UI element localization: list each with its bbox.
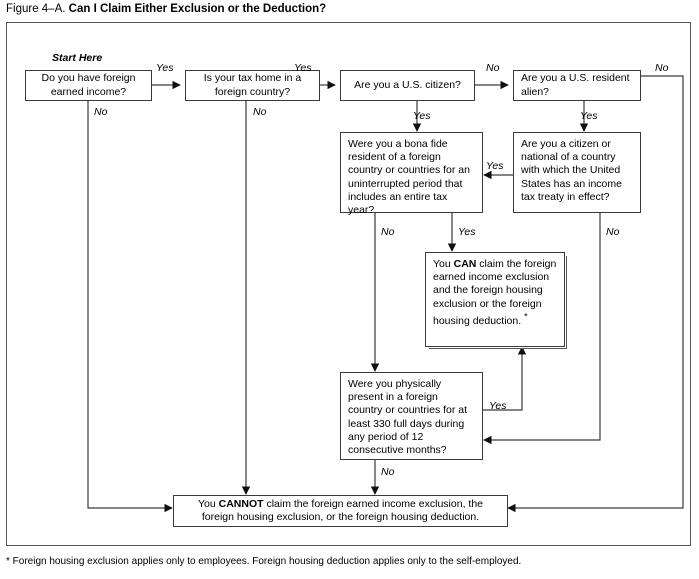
node-us-resident-alien[interactable]: Are you a U.S. resident alien? <box>513 70 641 101</box>
edge-label-yes-alien-to-treaty: Yes <box>580 110 598 122</box>
edge-label-no-alien: No <box>655 62 669 74</box>
node-can-claim-text: You CAN claim the foreign earned income … <box>433 258 556 327</box>
edge-label-no-citizen-to-alien: No <box>486 62 500 74</box>
figure-caption: Figure 4–A. Can I Claim Either Exclusion… <box>6 3 326 15</box>
node-physical-presence[interactable]: Were you physically present in a foreign… <box>340 372 483 460</box>
edge-label-no-physical: No <box>381 466 395 478</box>
node-us-resident-alien-text: Are you a U.S. resident alien? <box>521 72 630 98</box>
edge-label-yes-taxhome-to-citizen: Yes <box>294 62 312 74</box>
cannot-suffix: claim the foreign earned income exclusio… <box>201 497 484 523</box>
node-cannot-claim-text: You CANNOT claim the foreign earned inco… <box>181 498 500 524</box>
edge-label-yes-income-to-taxhome: Yes <box>156 62 174 74</box>
node-foreign-earned-income[interactable]: Do you have foreign earned income? <box>25 70 152 101</box>
can-emphasis: CAN <box>453 258 477 270</box>
node-tax-home-text: Is your tax home in a foreign country? <box>203 72 302 98</box>
can-prefix: You <box>433 258 454 270</box>
figure-title: Can I Claim Either Exclusion or the Dedu… <box>68 3 327 15</box>
node-us-citizen-text: Are you a U.S. citizen? <box>354 78 461 91</box>
figure-footnote: * Foreign housing exclusion applies only… <box>6 556 522 567</box>
edge-label-no-bonafide: No <box>381 226 395 238</box>
node-tax-treaty[interactable]: Are you a citizen or national of a count… <box>513 132 641 213</box>
node-foreign-earned-income-text: Do you have foreign earned income? <box>41 72 136 98</box>
edge-label-yes-bonafide-to-can: Yes <box>458 226 476 238</box>
edge-label-yes-physical-to-can: Yes <box>489 400 507 412</box>
edge-label-no-income: No <box>94 106 108 118</box>
start-here-label: Start Here <box>52 52 103 64</box>
can-suffix: claim the foreign earned income exclusio… <box>433 258 557 328</box>
node-physical-presence-text: Were you physically present in a foreign… <box>348 378 468 457</box>
node-can-claim[interactable]: You CAN claim the foreign earned income … <box>425 252 565 347</box>
node-tax-home[interactable]: Is your tax home in a foreign country? <box>185 70 320 101</box>
node-cannot-claim[interactable]: You CANNOT claim the foreign earned inco… <box>173 495 508 527</box>
edge-label-yes-treaty-to-bonafide: Yes <box>486 160 504 172</box>
can-footnote-marker: * <box>524 311 528 322</box>
node-bona-fide-resident-text: Were you a bona fide resident of a forei… <box>348 138 470 217</box>
edge-label-no-taxhome: No <box>253 106 267 118</box>
cannot-prefix: You <box>197 497 219 510</box>
edge-label-no-treaty: No <box>606 226 620 238</box>
figure-number: Figure 4–A. <box>6 3 66 15</box>
edge-label-yes-citizen-to-bonafide: Yes <box>413 110 431 122</box>
node-us-citizen[interactable]: Are you a U.S. citizen? <box>340 70 475 101</box>
cannot-emphasis: CANNOT <box>218 497 264 510</box>
node-bona-fide-resident[interactable]: Were you a bona fide resident of a forei… <box>340 132 483 217</box>
node-tax-treaty-text: Are you a citizen or national of a count… <box>521 138 622 203</box>
